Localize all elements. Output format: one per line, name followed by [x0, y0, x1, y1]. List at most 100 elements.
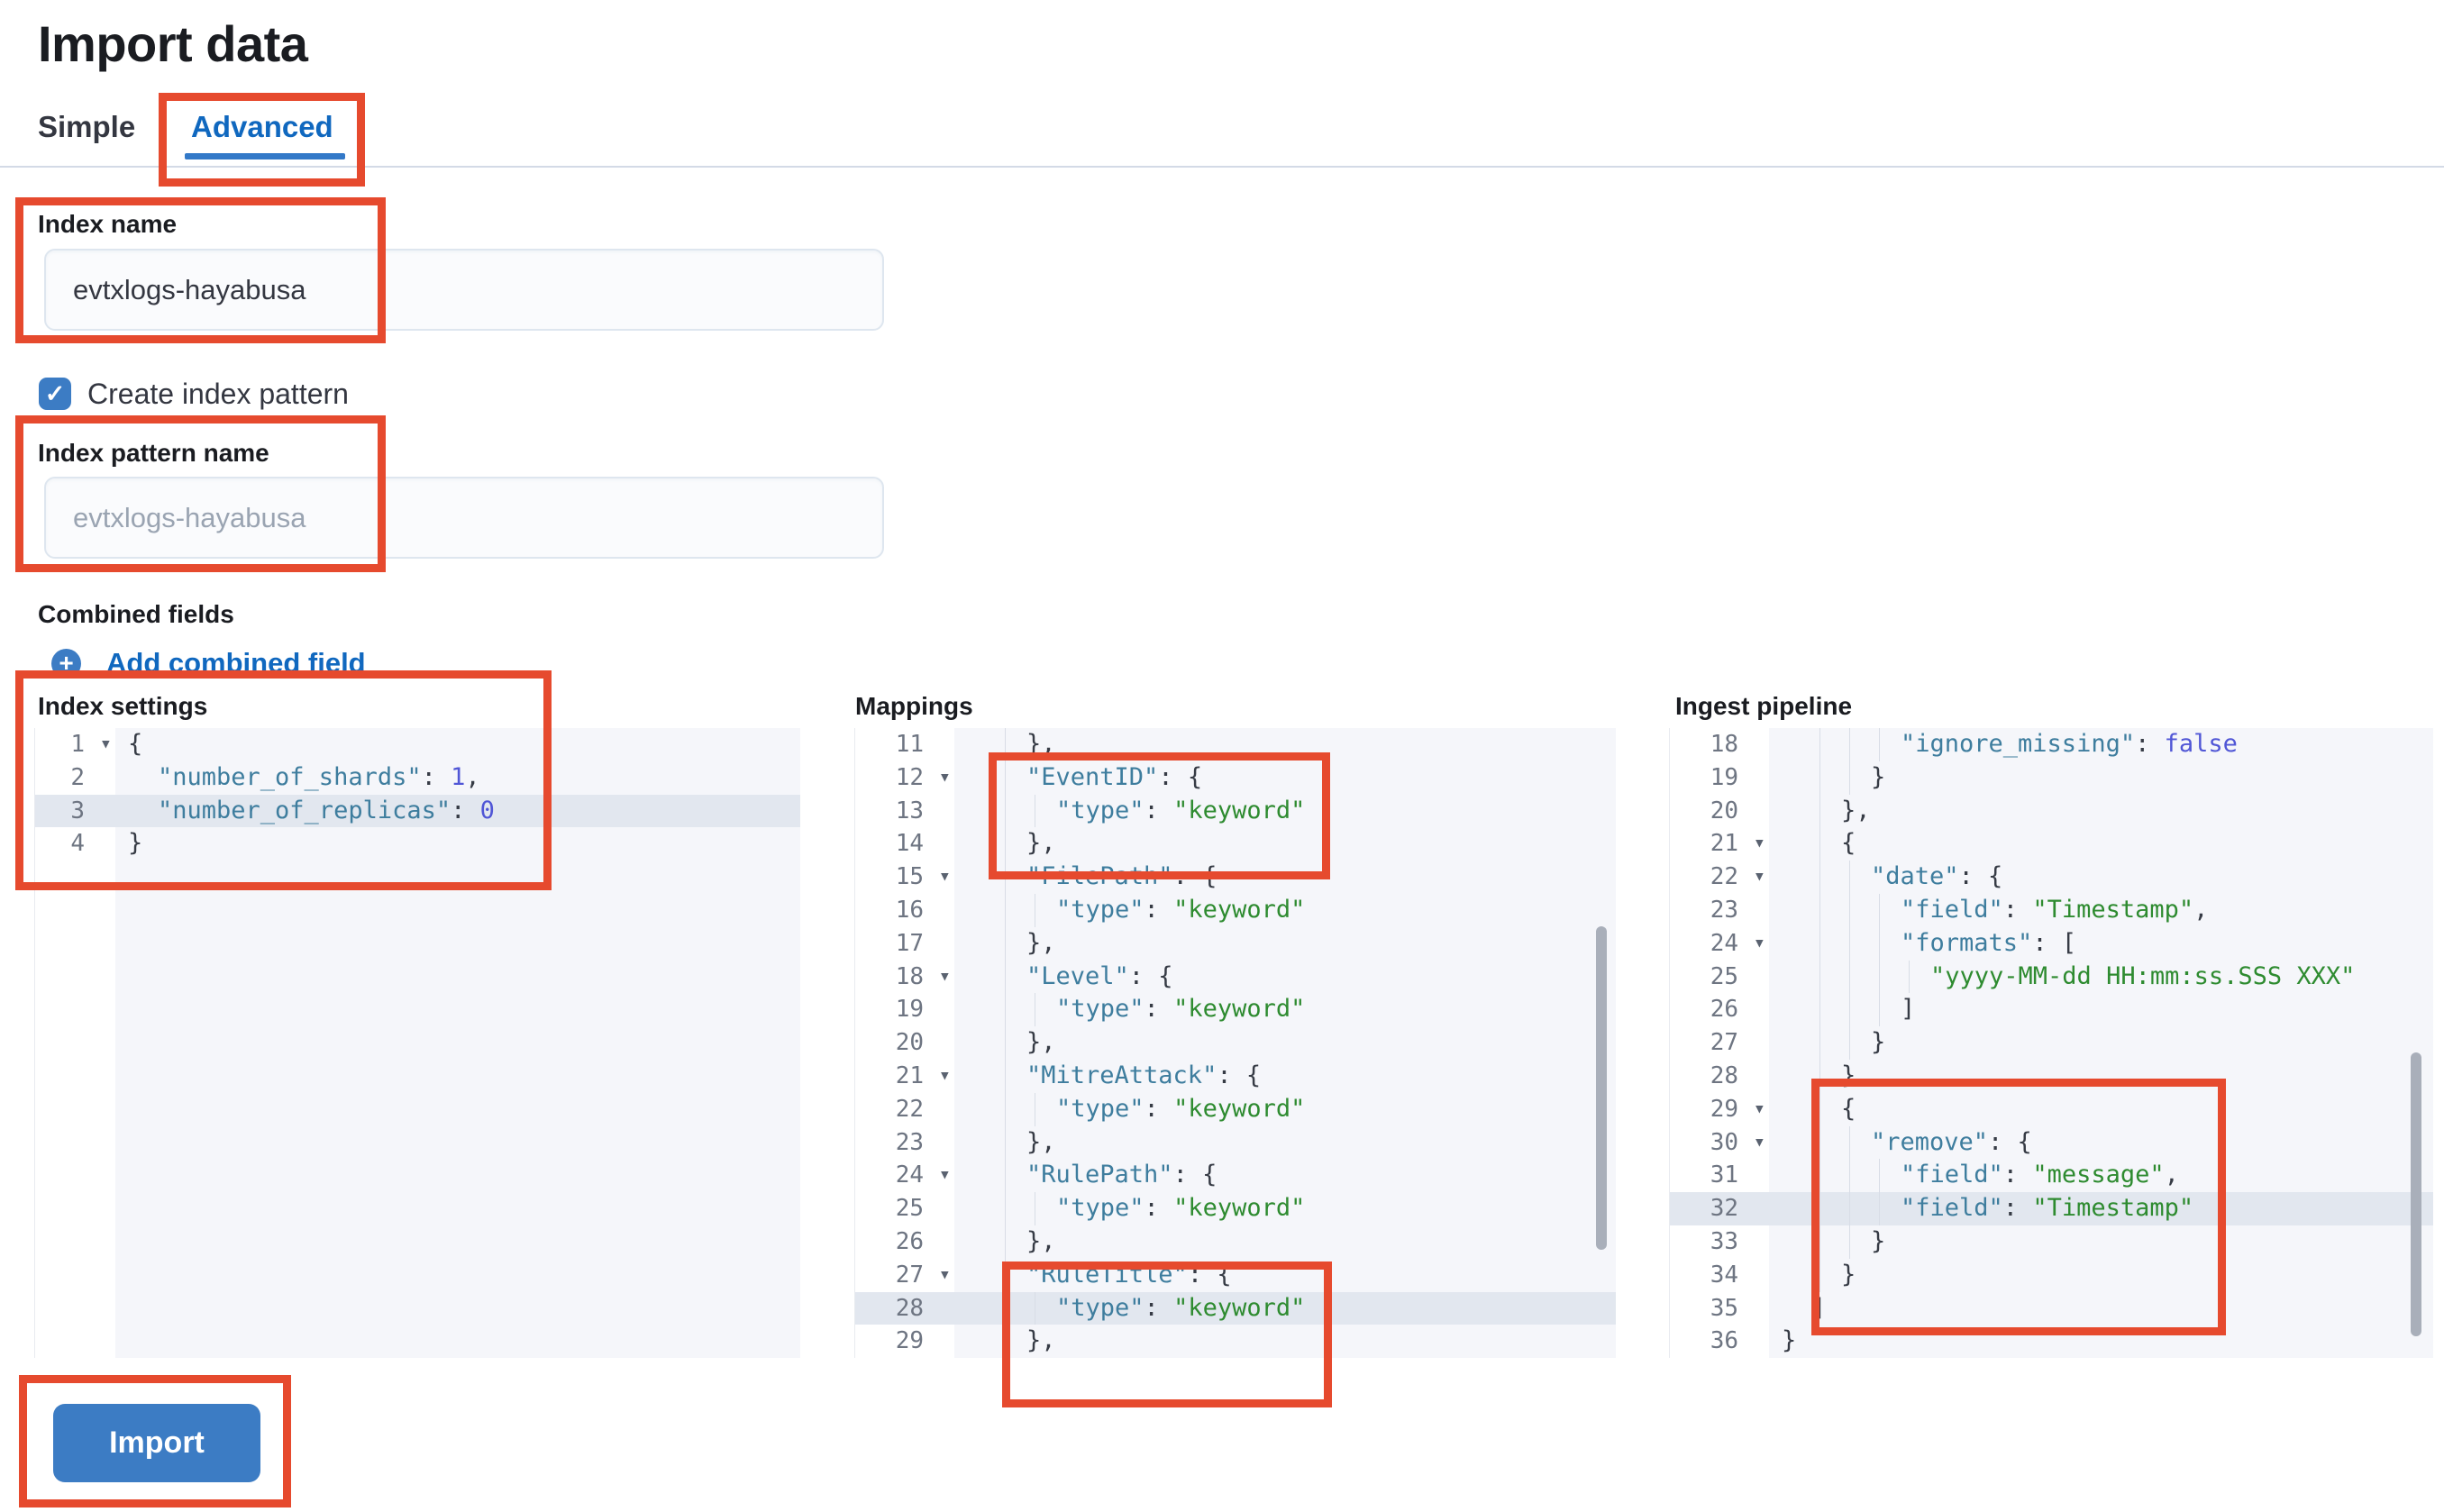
code-line: 15▾"FilePath": {	[855, 861, 1616, 894]
indent-guide	[1005, 761, 1006, 795]
code-line: 28"type": "keyword"	[855, 1291, 1616, 1325]
fold-arrow-icon[interactable]: ▾	[938, 964, 951, 988]
line-number: 11	[895, 731, 924, 758]
fold-arrow-icon[interactable]: ▾	[938, 1163, 951, 1187]
line-number: 26	[1710, 996, 1738, 1024]
index-settings-editor[interactable]: 1▾{2"number_of_shards": 1,3"number_of_re…	[34, 728, 800, 1358]
code-line: 23"field": "Timestamp",	[1670, 893, 2433, 927]
indent-guide	[1879, 993, 1880, 1027]
indent-guide	[1005, 1159, 1006, 1193]
indent-guide	[1819, 1059, 1820, 1093]
indent-guide	[1005, 827, 1006, 861]
fold-arrow-icon[interactable]: ▾	[938, 1063, 951, 1087]
fold-arrow-icon[interactable]: ▾	[938, 765, 951, 788]
line-number: 1	[70, 731, 85, 758]
fold-arrow-icon[interactable]: ▾	[1753, 1097, 1765, 1120]
indent-guide	[1819, 827, 1820, 861]
indent-guide	[1005, 1092, 1006, 1126]
indent-guide	[1005, 1059, 1006, 1093]
fold-arrow-icon[interactable]: ▾	[1753, 1130, 1765, 1153]
line-number: 19	[895, 996, 924, 1024]
index-pattern-input[interactable]: evtxlogs-hayabusa	[44, 477, 884, 559]
line-number-gutter	[1670, 728, 1769, 1358]
indent-guide	[1819, 1192, 1820, 1225]
code-line: 4}	[35, 827, 800, 861]
line-number: 23	[895, 1128, 924, 1156]
fold-arrow-icon[interactable]: ▾	[938, 865, 951, 888]
indent-guide	[1005, 1125, 1006, 1160]
add-combined-field-link[interactable]: Add combined field	[106, 647, 366, 679]
indent-guide	[1849, 1192, 1850, 1225]
plus-circle-icon[interactable]: +	[51, 649, 81, 679]
indent-guide	[1909, 960, 1910, 994]
line-number-gutter	[855, 728, 954, 1358]
code-line: 27▾"RuleTitle": {	[855, 1258, 1616, 1292]
indent-guide	[1005, 926, 1006, 961]
line-number: 31	[1710, 1161, 1738, 1189]
code-line: 18"ignore_missing": false	[1670, 728, 2433, 761]
index-name-value: evtxlogs-hayabusa	[73, 274, 306, 305]
indent-guide	[1005, 1225, 1006, 1259]
code-line: 32"field": "Timestamp"	[1670, 1192, 2433, 1225]
indent-guide	[1005, 893, 1006, 927]
line-number-gutter	[35, 728, 115, 1358]
indent-guide	[1005, 1258, 1006, 1292]
code-line: 12▾"EventID": {	[855, 761, 1616, 795]
indent-guide	[1819, 1125, 1820, 1160]
code-line: 21▾{	[1670, 827, 2433, 861]
index-name-input[interactable]: evtxlogs-hayabusa	[44, 249, 884, 331]
code-line: 33}	[1670, 1225, 2433, 1259]
line-number: 29	[895, 1327, 924, 1355]
line-number: 27	[895, 1261, 924, 1289]
line-number: 30	[1710, 1128, 1738, 1156]
import-button[interactable]: Import	[53, 1404, 260, 1482]
line-number: 4	[70, 830, 85, 858]
code-line: 36}	[1670, 1325, 2433, 1358]
indent-guide	[1849, 1225, 1850, 1259]
code-line: 23},	[855, 1125, 1616, 1160]
code-line: 24▾"formats": [	[1670, 926, 2433, 961]
tab-advanced[interactable]: Advanced	[191, 110, 333, 143]
line-number: 36	[1710, 1327, 1738, 1355]
line-number: 14	[895, 830, 924, 858]
fold-arrow-icon[interactable]: ▾	[938, 1262, 951, 1286]
indent-guide	[1849, 960, 1850, 994]
code-line: 26},	[855, 1225, 1616, 1259]
indent-guide	[1849, 761, 1850, 795]
code-line: 28},	[1670, 1059, 2433, 1093]
indent-guide	[1849, 1125, 1850, 1160]
mappings-editor[interactable]: 11},12▾"EventID": {13"type": "keyword"14…	[854, 728, 1616, 1358]
line-number: 20	[895, 1029, 924, 1057]
create-index-pattern-checkbox[interactable]: ✓	[39, 378, 71, 410]
indent-guide	[1849, 993, 1850, 1027]
indent-guide	[1819, 1026, 1820, 1060]
line-number: 26	[895, 1227, 924, 1255]
indent-guide	[1819, 1092, 1820, 1126]
code-line: 19"type": "keyword"	[855, 993, 1616, 1027]
line-number: 18	[895, 962, 924, 990]
code-line: 35]	[1670, 1292, 2433, 1325]
code-line: 13"type": "keyword"	[855, 794, 1616, 828]
fold-arrow-icon[interactable]: ▾	[99, 733, 112, 755]
mappings-scrollbar-thumb[interactable]	[1596, 926, 1607, 1250]
indent-guide	[1819, 926, 1820, 961]
ingest-pipeline-scrollbar-thumb[interactable]	[2411, 1052, 2421, 1336]
line-number: 22	[1710, 863, 1738, 891]
indent-guide	[1819, 993, 1820, 1027]
code-line: 2"number_of_shards": 1,	[35, 761, 800, 795]
fold-arrow-icon[interactable]: ▾	[1753, 832, 1765, 855]
indent-guide	[1879, 893, 1880, 927]
fold-arrow-icon[interactable]: ▾	[1753, 931, 1765, 954]
create-index-pattern-label[interactable]: Create index pattern	[87, 378, 349, 410]
line-number: 17	[895, 929, 924, 957]
line-number: 32	[1710, 1195, 1738, 1223]
line-number: 24	[1710, 929, 1738, 957]
index-name-label: Index name	[38, 210, 178, 238]
indent-guide	[1879, 728, 1880, 761]
fold-arrow-icon[interactable]: ▾	[1753, 865, 1765, 888]
indent-guide	[1005, 1026, 1006, 1060]
indent-guide	[1849, 861, 1850, 894]
indent-guide	[1819, 1159, 1820, 1193]
tab-simple[interactable]: Simple	[38, 110, 136, 143]
